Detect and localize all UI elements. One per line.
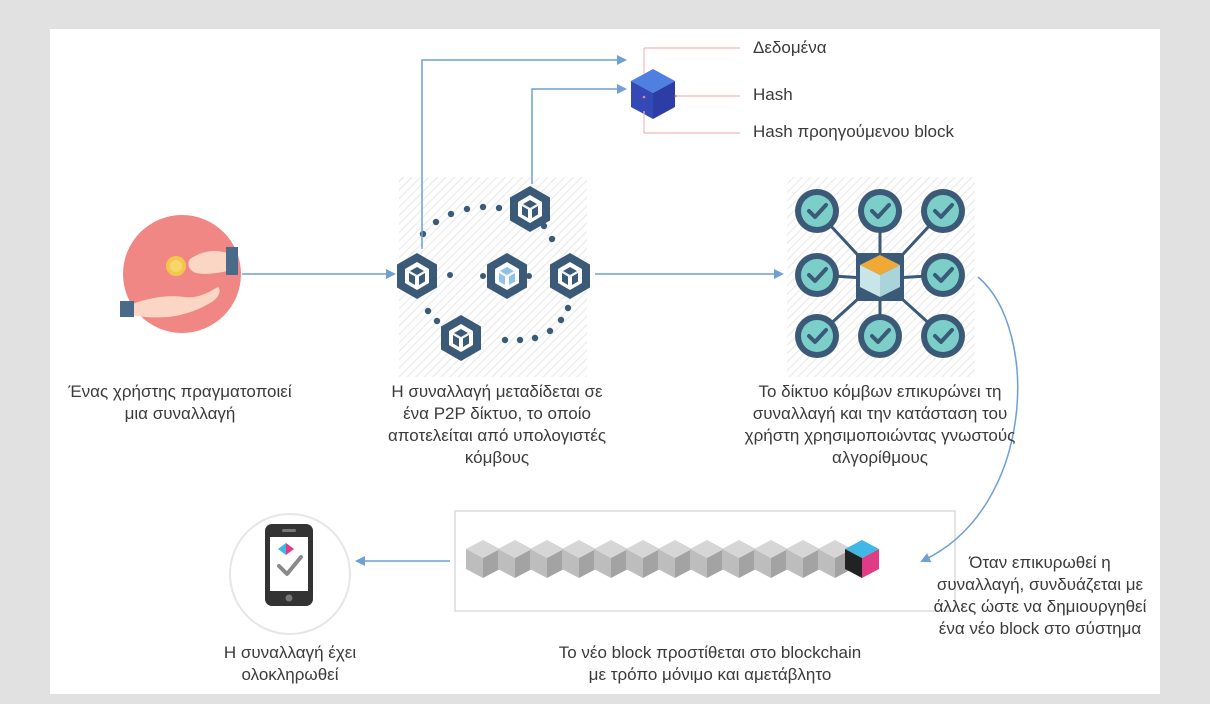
- step-new-block-text: Όταν επικυρωθεί η συναλλαγή, συνδυάζεται…: [920, 552, 1160, 640]
- validation-nodes-icon: [793, 187, 967, 360]
- text-line: αποτελείται από υπολογιστές: [387, 426, 607, 445]
- text-line: Το νέο block προστίθεται στο blockchain: [558, 643, 862, 662]
- step-user-transaction-text: Ένας χρήστης πραγματοποιεί μια συναλλαγή: [50, 381, 310, 425]
- text-line: κόμβους: [464, 448, 530, 467]
- text-line: συναλλαγή, συνδυάζεται με: [936, 575, 1144, 594]
- block-part-connectors: [643, 47, 740, 134]
- block-part-previous-hash: Hash προηγούμενου block: [753, 122, 955, 141]
- text-line: ολοκληρωθεί: [241, 665, 339, 684]
- text-line: Ένας χρήστης πραγματοποιεί: [68, 382, 292, 401]
- text-line: Η συναλλαγή έχει: [223, 643, 357, 662]
- text-line: Το δίκτυο κόμβων επικυρώνει τη: [758, 382, 1002, 401]
- diagram-graphics: [120, 47, 1019, 635]
- block-part-data: Δεδομένα: [753, 38, 827, 57]
- text-line: άλλες ώστε να δημιουργηθεί: [933, 597, 1147, 616]
- text-line: μια συναλλαγή: [124, 404, 236, 423]
- text-line: χρήστη χρησιμοποιώντας γνωστούς: [744, 426, 1016, 445]
- diagram-canvas: Δεδομένα Hash Hash προηγούμενου block Έν…: [50, 29, 1160, 694]
- arrow-to-block-a: [421, 55, 627, 249]
- step-chain-added-text: Το νέο block προστίθεται στο blockchain …: [500, 642, 920, 686]
- new-block-icon: [845, 540, 879, 578]
- text-line: αλγορίθμους: [832, 448, 928, 467]
- smartphone-check-icon: [229, 513, 351, 635]
- flow-arrows: [242, 55, 1019, 566]
- arrow-to-new-block: [920, 276, 1019, 563]
- text-line: ένα P2P δίκτυο, το οποίο: [403, 404, 591, 423]
- p2p-network-icon: [397, 186, 590, 361]
- hand-coin-icon: [120, 215, 241, 333]
- blockchain-chain-icon: [466, 540, 879, 578]
- step-complete-text: Η συναλλαγή έχει ολοκληρωθεί: [190, 642, 390, 686]
- block-part-hash: Hash: [753, 85, 793, 104]
- step-p2p-network-text: Η συναλλαγή μεταδίδεται σε ένα P2P δίκτυ…: [372, 381, 622, 469]
- arrow-to-block-b: [531, 84, 627, 184]
- text-line: ένα νέο block στο σύστημα: [938, 619, 1142, 638]
- text-line: Η συναλλαγή μεταδίδεται σε: [391, 382, 603, 401]
- text-line: συναλλαγή και την κατάσταση του: [752, 404, 1008, 423]
- step-validation-text: Το δίκτυο κόμβων επικυρώνει τη συναλλαγή…: [740, 381, 1020, 469]
- text-line: με τρόπο μόνιμο και αμετάβλητο: [588, 665, 832, 684]
- block-structure-icon: [631, 69, 678, 119]
- text-line: Όταν επικυρωθεί η: [969, 553, 1111, 572]
